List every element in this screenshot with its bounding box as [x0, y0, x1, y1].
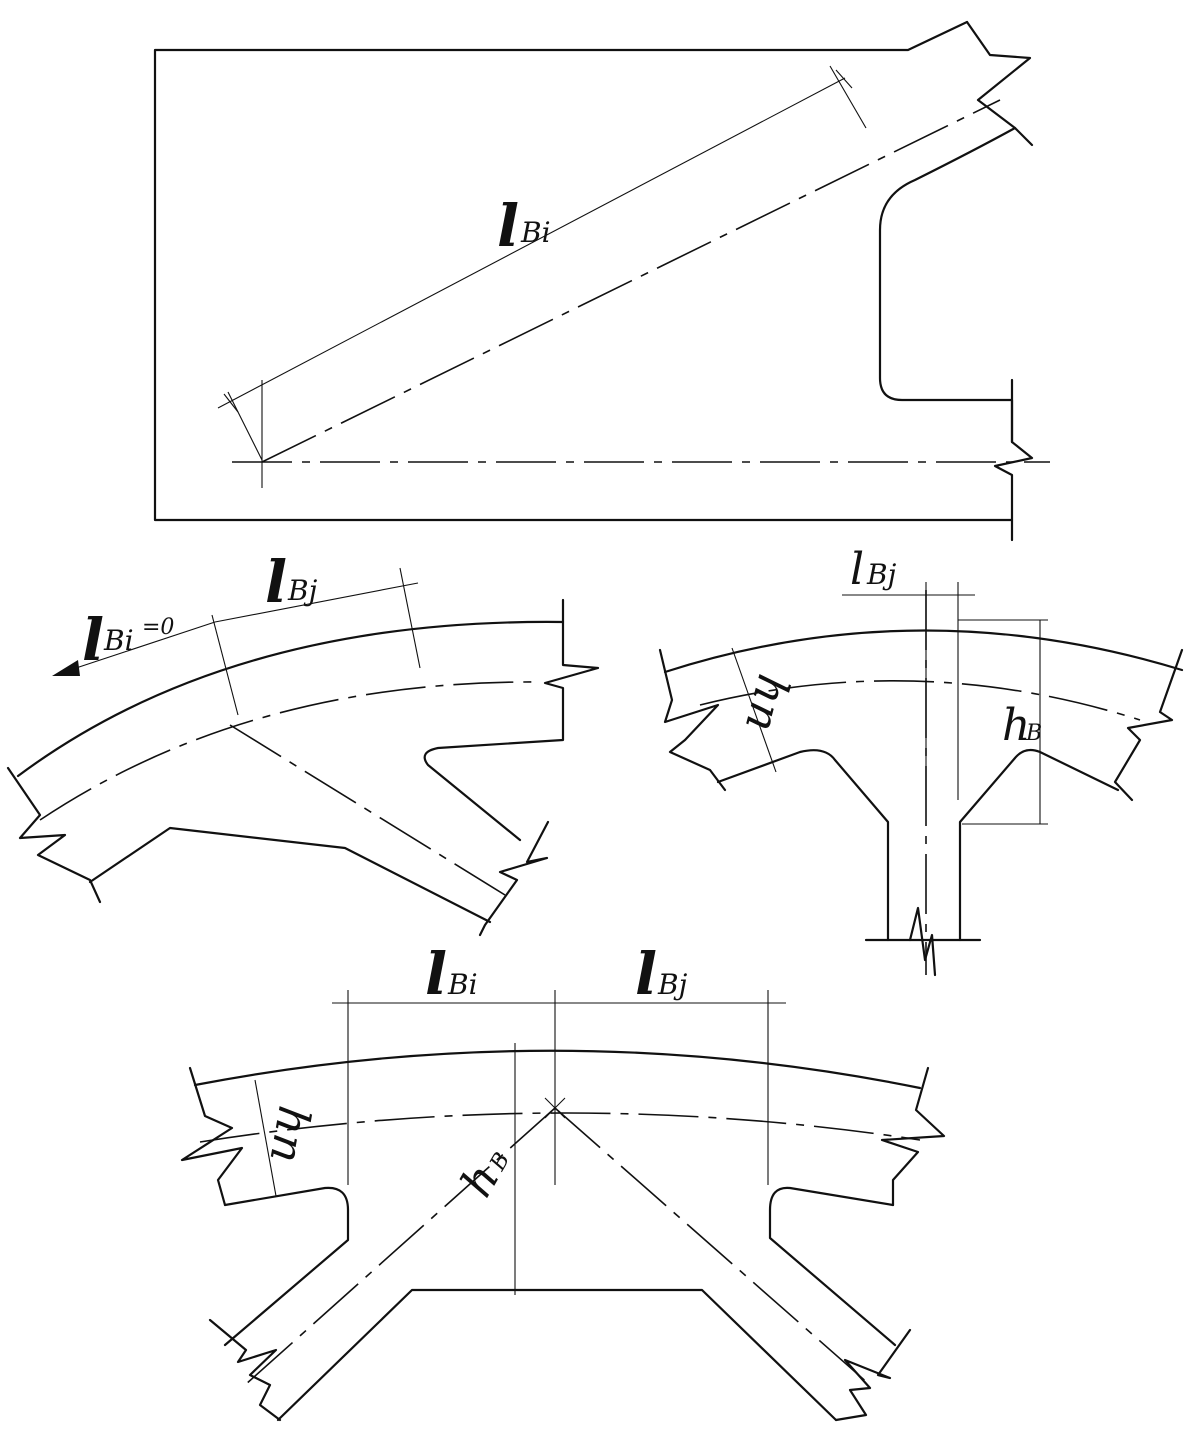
mr-lower-right [958, 748, 1120, 942]
ml-center-axis [39, 681, 541, 821]
top-diagonal-axis [261, 99, 1001, 463]
mr-hn-dim [731, 647, 777, 773]
middle-right-figure: l Bj hn h B [658, 544, 1184, 977]
ml-lbi-line [69, 621, 216, 671]
ml-break-right [478, 820, 550, 937]
mr-hn: hn [735, 669, 799, 737]
top-label-l: l [497, 192, 519, 260]
b-lower-left [223, 1186, 350, 1347]
top-dimension-ext-right [829, 65, 867, 129]
ml-dimension-ext-right [399, 567, 421, 669]
b-break-bottom-right [834, 1328, 912, 1422]
mr-break-left [658, 648, 727, 792]
ml-lbj-sub: Bj [287, 574, 318, 607]
b-break-left [180, 1066, 244, 1207]
mr-lower-left [716, 749, 890, 942]
ml-top-arc [16, 620, 565, 778]
ml-arrow-head [52, 660, 80, 676]
top-brace-lower [878, 126, 1034, 444]
mr-lbj-sub: Bj [866, 558, 897, 591]
top-label-sub: Bi [520, 216, 551, 249]
mr-break-bottom [908, 906, 937, 977]
mr-break-right [1113, 648, 1184, 802]
ml-dimension-ext-left [211, 614, 239, 716]
top-break-lower [993, 378, 1034, 542]
ml-lbi-l: l [82, 606, 104, 674]
mr-lbj-l: l [850, 544, 864, 595]
b-break-right [880, 1066, 946, 1207]
b-axis-right [554, 1107, 871, 1386]
top-break-upper [965, 20, 1032, 130]
middle-left-figure: l Bj l Bi =0 [6, 548, 600, 937]
ml-lower-profile [88, 826, 492, 924]
top-figure: l Bi [153, 20, 1050, 542]
top-dimension-ext-left [227, 391, 263, 461]
ml-lbi-sub: Bi [103, 624, 134, 657]
b-lbj-sub: Bj [657, 968, 688, 1001]
ml-right-edge [423, 598, 600, 842]
b-center-cross-b [544, 1097, 566, 1119]
mr-hb-sub: B [1025, 721, 1042, 746]
mr-hb-h: h [1002, 700, 1030, 751]
b-lbi-sub: Bi [447, 968, 478, 1001]
ml-lbi-eq: =0 [142, 615, 174, 640]
mr-center-axis [699, 680, 1141, 721]
ml-lbj-l: l [265, 548, 287, 616]
top-outline [153, 20, 1014, 522]
b-hn-dim [254, 1079, 277, 1197]
top-dim-tick-left [223, 393, 239, 413]
b-axis-left [244, 1107, 556, 1386]
ml-break-left [6, 766, 102, 904]
b-top-arc [193, 1049, 922, 1090]
b-lower-right [768, 1186, 897, 1347]
b-lbi-l: l [425, 940, 447, 1008]
b-lbj-l: l [635, 940, 657, 1008]
bottom-figure: l Bi l Bj hn h B [180, 940, 946, 1422]
top-dimension-line [217, 77, 846, 409]
top-dim-tick-right [835, 69, 853, 89]
mr-top-arc [663, 629, 1184, 674]
b-lower-inner [276, 1288, 838, 1422]
b-hn: hn [259, 1102, 319, 1167]
ml-dimension-line [214, 582, 419, 623]
ml-branch-axis [229, 724, 506, 896]
b-break-bottom-left [208, 1318, 282, 1422]
